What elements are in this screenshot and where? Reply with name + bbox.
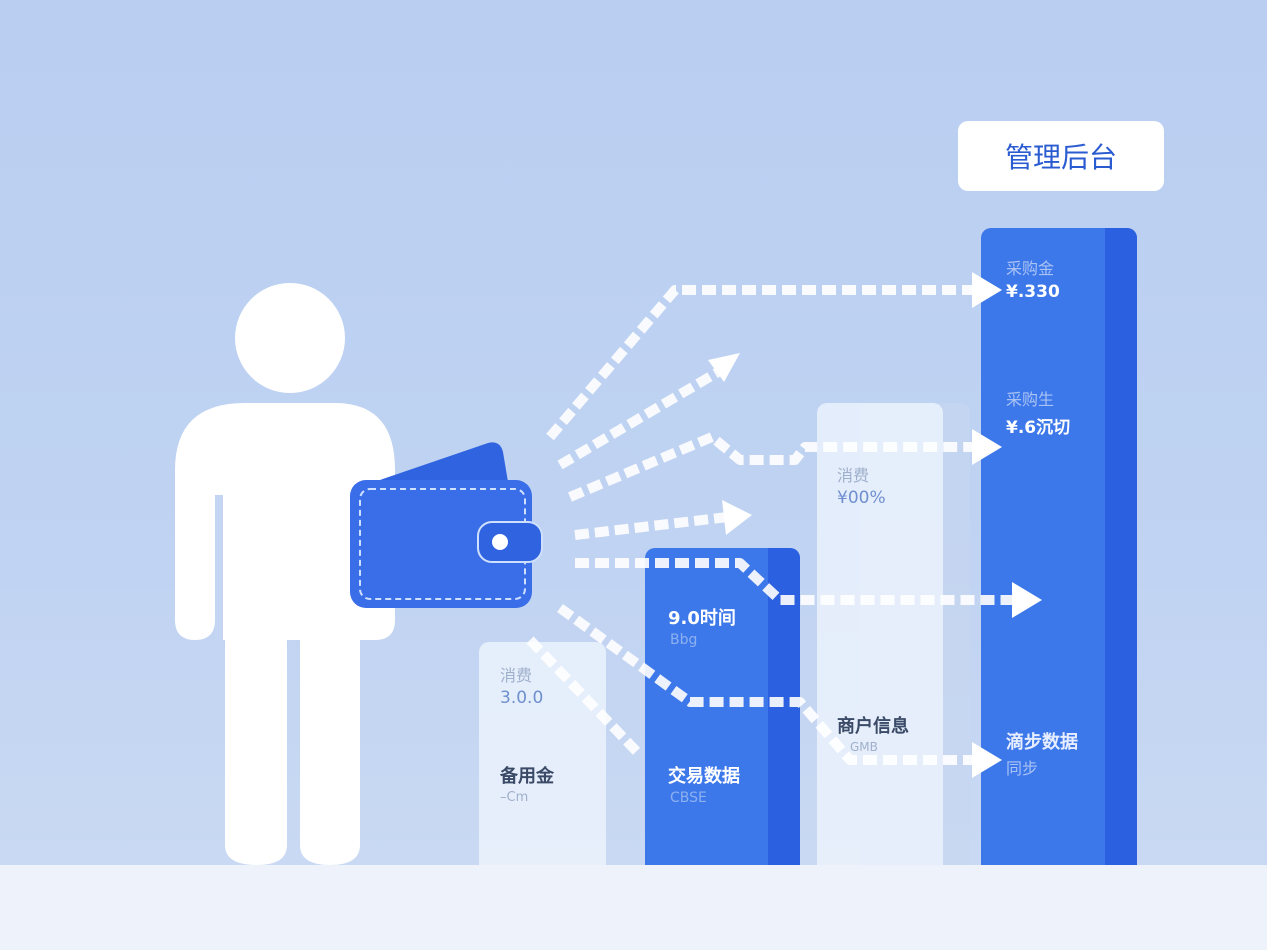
- bar-backend: [981, 228, 1137, 865]
- reserve-top-value: 3.0.0: [500, 688, 544, 708]
- arrow-icon: [546, 285, 978, 441]
- arrow-icon: [557, 367, 721, 470]
- bar-backend-strip: [1105, 228, 1137, 865]
- backend-label-3: 滴步数据: [1006, 732, 1078, 753]
- transaction-top-value: Bbg: [670, 632, 698, 648]
- arrowhead-icon: [722, 500, 752, 535]
- arrowhead-icon: [972, 742, 1002, 778]
- page-title: 管理后台: [1004, 141, 1117, 174]
- transaction-top-label: 9.0时间: [668, 608, 736, 629]
- merchant-top-value: ¥00%: [837, 488, 886, 508]
- arrowhead-icon: [708, 353, 740, 382]
- backend-label-2: 采购生: [1006, 390, 1055, 409]
- merchant-top-label: 消费: [837, 466, 870, 485]
- floor: [0, 865, 1267, 950]
- transaction-value: CBSE: [670, 790, 707, 806]
- admin-backend-label: 管理后台: [958, 121, 1164, 191]
- arrow-icon: [568, 432, 978, 502]
- arrow-icon: [575, 558, 1018, 605]
- bar-reserve: [479, 642, 606, 865]
- reserve-value: –Cm: [500, 790, 529, 805]
- transaction-label: 交易数据: [668, 766, 740, 787]
- bar-merchant: [817, 403, 943, 865]
- backend-value-1: ¥.330: [1006, 282, 1060, 302]
- arrowhead-icon: [972, 272, 1002, 308]
- reserve-top-label: 消费: [500, 666, 533, 685]
- arrowhead-icon: [1012, 582, 1042, 618]
- arrow-icon: [574, 512, 729, 540]
- backend-label-1: 采购金: [1006, 259, 1055, 278]
- reserve-label: 备用金: [500, 766, 554, 787]
- backend-value-3: 同步: [1006, 759, 1039, 778]
- arrow-icon: [526, 636, 644, 759]
- backend-value-2: ¥.6沉切: [1006, 418, 1071, 438]
- merchant-value: GMB: [850, 740, 878, 754]
- arrowhead-icon: [972, 429, 1002, 465]
- arrow-icon: [557, 603, 978, 765]
- merchant-label: 商户信息: [837, 716, 909, 737]
